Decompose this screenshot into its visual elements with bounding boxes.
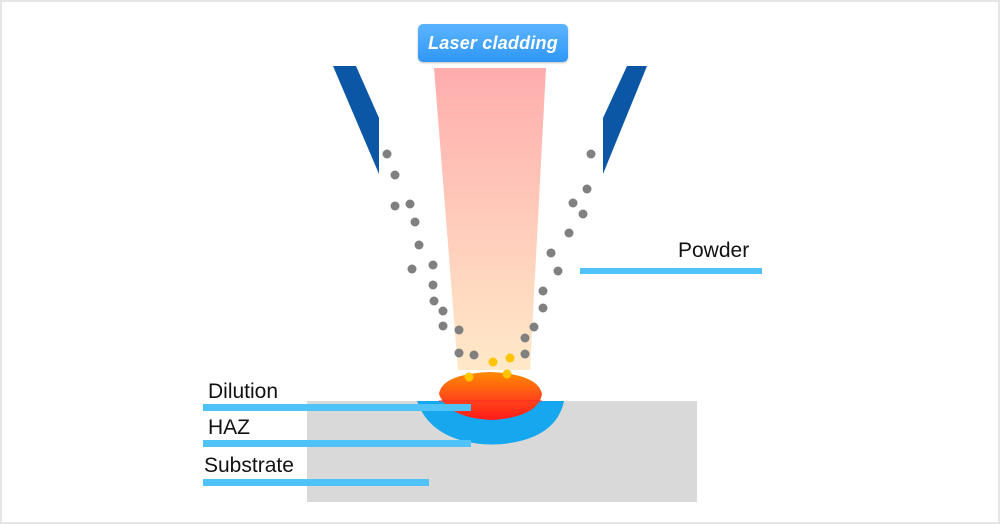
right-nozzle <box>603 66 647 174</box>
powder-label: Powder <box>678 239 750 262</box>
substrate-leader-line <box>203 479 429 486</box>
dilution-label: Dilution <box>208 380 279 403</box>
title-text: Laser cladding <box>428 32 558 53</box>
powder-stream-left <box>382 149 479 360</box>
haz-label: HAZ <box>208 416 250 439</box>
substrate-label: Substrate <box>204 454 294 477</box>
powder-stream-right <box>520 149 596 359</box>
molten-particles <box>464 353 515 382</box>
title-badge: Laser cladding <box>418 24 568 62</box>
dilution-leader-line <box>203 404 471 411</box>
haz-leader-line <box>203 440 471 447</box>
laser-beam <box>434 68 546 370</box>
powder-leader-line <box>580 268 762 274</box>
left-nozzle <box>333 66 379 174</box>
